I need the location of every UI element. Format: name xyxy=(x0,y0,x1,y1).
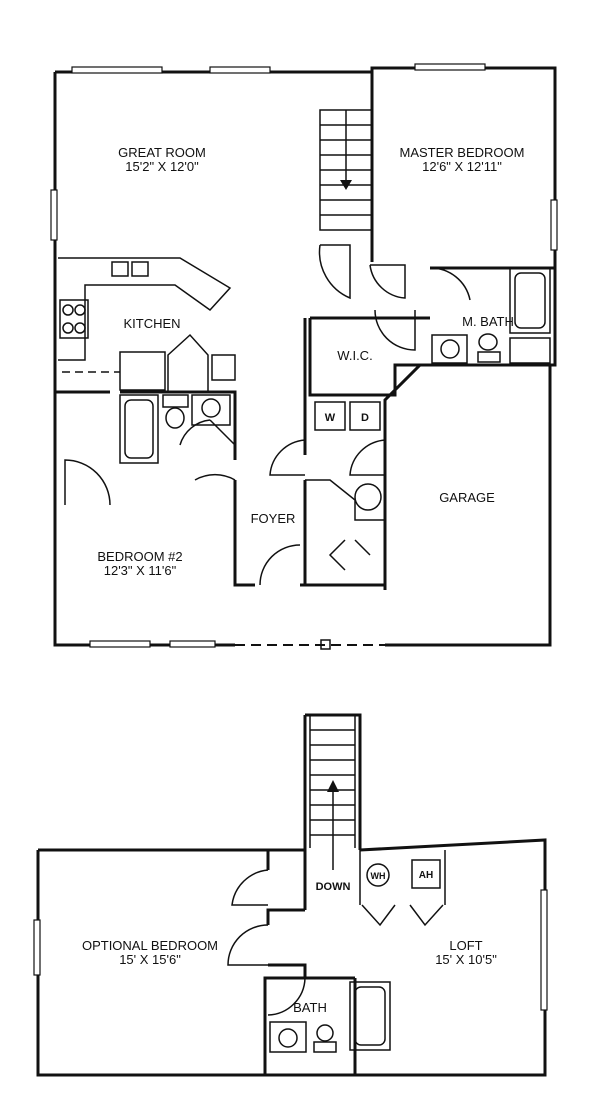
exterior-walls xyxy=(36,838,547,1077)
air-handler xyxy=(411,859,441,889)
toilet-icon xyxy=(316,1024,334,1042)
refrigerator xyxy=(119,351,166,391)
vanity xyxy=(431,334,468,364)
dryer-label: D xyxy=(361,412,369,424)
door xyxy=(369,264,406,299)
master-bedroom-label: MASTER BEDROOM xyxy=(400,145,525,160)
window xyxy=(540,889,548,1011)
sink-icon xyxy=(440,339,460,359)
second-floor: DOWN WH AH OPTIONAL BEDROOM 15' X 15'6" … xyxy=(33,713,548,1077)
optional-bedroom-label: OPTIONAL BEDROOM xyxy=(82,938,218,953)
closet-doors xyxy=(359,850,446,927)
door xyxy=(179,419,236,446)
toilet-icon xyxy=(165,407,185,429)
arrow-up-icon xyxy=(327,780,339,792)
bath-label: BATH xyxy=(293,1000,327,1015)
door xyxy=(64,459,111,506)
loft-label: LOFT xyxy=(449,938,482,953)
pantry xyxy=(167,333,209,393)
master-bath-label: M. BATH xyxy=(462,314,514,329)
sink-icon xyxy=(111,261,129,277)
sink-icon xyxy=(131,261,149,277)
bedroom2-label: BEDROOM #2 xyxy=(97,549,182,564)
window xyxy=(33,919,41,976)
closet-door xyxy=(231,869,269,906)
hall-bath xyxy=(119,394,231,464)
closet-doors xyxy=(328,539,371,571)
loft-size: 15' X 10'5" xyxy=(435,952,497,967)
dryer xyxy=(349,401,381,431)
porch-post xyxy=(320,639,331,650)
stair-down-label: DOWN xyxy=(316,881,351,893)
first-floor: W D GREAT ROOM 15'2" X 12'0" MASTER BEDR… xyxy=(50,63,558,650)
garage-label: GARAGE xyxy=(439,490,495,505)
bathtub-icon xyxy=(509,267,551,334)
door xyxy=(194,473,236,481)
vanity xyxy=(269,1021,307,1053)
window xyxy=(169,640,216,648)
master-bath-fixtures xyxy=(431,267,551,364)
kitchen-label: KITCHEN xyxy=(123,316,180,331)
stairs-down xyxy=(319,109,373,231)
toilet-tank xyxy=(162,394,189,408)
window xyxy=(50,189,58,241)
water-heater-label: WH xyxy=(371,871,386,881)
stove-icon xyxy=(59,299,89,339)
stairs-up: DOWN xyxy=(303,713,362,910)
bedroom2-size: 12'3" X 11'6" xyxy=(104,563,177,578)
sink-icon xyxy=(278,1028,298,1048)
master-bedroom-size: 12'6" X 12'11" xyxy=(422,159,502,174)
sink-icon xyxy=(201,398,221,418)
window xyxy=(209,66,271,74)
optional-bedroom-size: 15' X 15'6" xyxy=(119,952,181,967)
foyer-label: FOYER xyxy=(251,511,296,526)
laundry: W D xyxy=(305,401,385,521)
door xyxy=(374,309,416,351)
kitchen-counters xyxy=(58,257,236,393)
great-room-label: GREAT ROOM xyxy=(118,145,206,160)
window xyxy=(414,63,486,71)
door xyxy=(269,439,306,476)
door xyxy=(429,267,471,301)
bath-door xyxy=(267,977,306,1016)
door xyxy=(318,244,351,300)
toilet-icon xyxy=(478,333,498,351)
vanity xyxy=(191,394,231,426)
window xyxy=(71,66,163,74)
upstairs-bath-fixtures xyxy=(269,981,391,1053)
washer xyxy=(314,401,346,431)
water-heater-icon xyxy=(354,483,382,511)
door xyxy=(227,924,269,966)
arrow-down-icon xyxy=(340,180,352,190)
air-handler-label: AH xyxy=(419,870,433,881)
window xyxy=(89,640,151,648)
front-door xyxy=(259,544,301,586)
water-heater-icon xyxy=(366,863,390,887)
bathtub-icon xyxy=(349,981,391,1051)
wic-label: W.I.C. xyxy=(337,348,372,363)
washer-label: W xyxy=(325,412,336,424)
bathtub-icon xyxy=(119,394,159,464)
window xyxy=(550,199,558,251)
great-room-size: 15'2" X 12'0" xyxy=(125,159,199,174)
door xyxy=(349,439,386,476)
